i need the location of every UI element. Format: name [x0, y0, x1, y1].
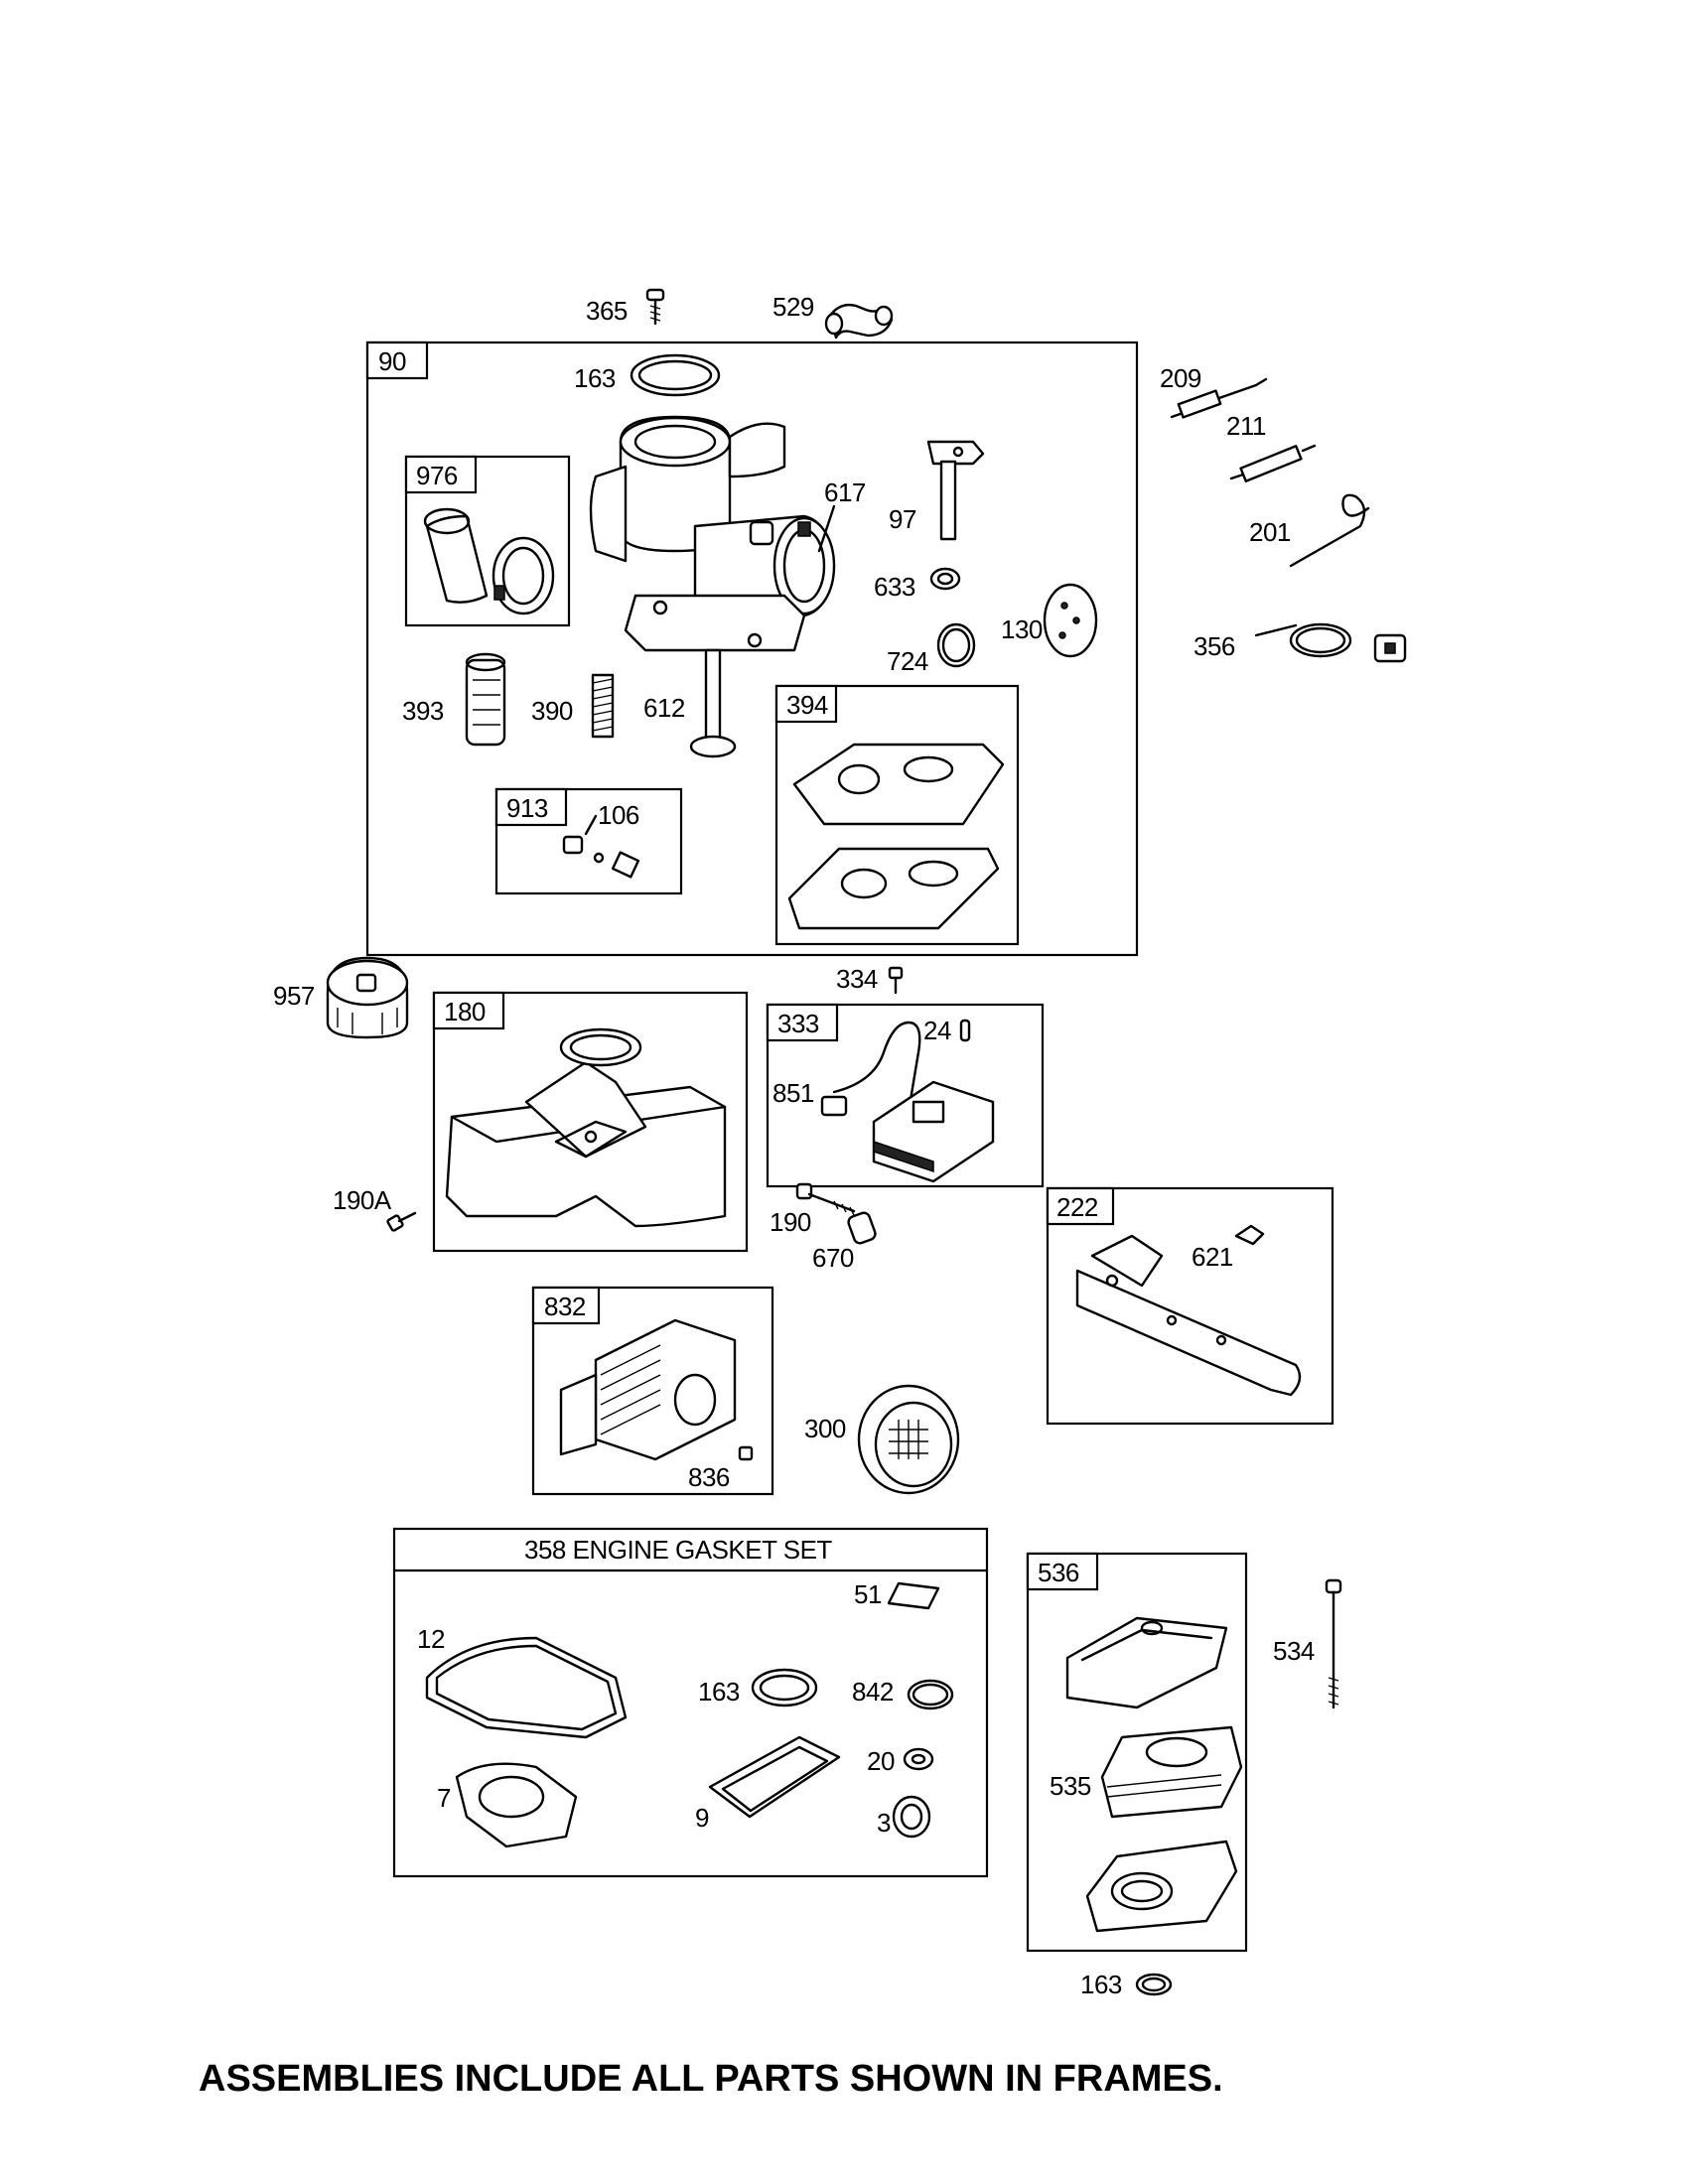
label-851: 851	[772, 1078, 814, 1108]
label-842: 842	[852, 1677, 894, 1706]
label-529: 529	[772, 292, 814, 322]
label-534: 534	[1273, 1636, 1315, 1666]
label-190A: 190A	[333, 1185, 392, 1215]
label-617: 617	[824, 478, 866, 507]
frame-333: 333 24 851	[766, 1003, 1045, 1188]
air-filter-element	[1100, 1725, 1243, 1819]
label-24: 24	[923, 1016, 951, 1045]
part-334-screw: 334	[836, 964, 904, 995]
label-163-bottom: 163	[1080, 1970, 1122, 1999]
part-97-throttle-shaft	[926, 440, 985, 541]
frame-358-engine-gasket-set: 358 ENGINE GASKET SET 51 12 163 842 20 7…	[392, 1527, 989, 1878]
part-390-spring	[591, 673, 615, 739]
label-201: 201	[1249, 517, 1291, 547]
label-97: 97	[889, 504, 916, 534]
part-209-spring: 209	[1160, 363, 1268, 419]
part-163-bottom-gasket: 163	[1080, 1970, 1173, 1999]
part-612-bowl-screw	[689, 648, 737, 758]
label-190: 190	[770, 1207, 811, 1237]
frame-832: 832 836	[531, 1286, 774, 1496]
label-356: 356	[1193, 631, 1235, 661]
label-12: 12	[417, 1624, 445, 1654]
part-393-float	[465, 652, 506, 747]
carburetor-body	[589, 415, 836, 652]
frame-536: 536	[1026, 1552, 1248, 1953]
control-bracket	[1075, 1234, 1302, 1397]
air-filter-cover	[1065, 1616, 1228, 1709]
frame-913: 913 106	[494, 787, 683, 895]
part-356-wire-clip: 356	[1193, 622, 1407, 663]
frame-180: 180	[432, 991, 749, 1253]
frame-label-222: 222	[1056, 1192, 1098, 1222]
label-51: 51	[854, 1579, 882, 1609]
part-130-throttle-plate	[1043, 583, 1098, 658]
ignition-module	[820, 1021, 995, 1183]
label-163-gasket-set: 163	[698, 1677, 740, 1706]
part-529-elbow-fitting: 529	[772, 292, 894, 340]
label-334: 334	[836, 964, 878, 994]
frame-222: 222 621	[1046, 1186, 1334, 1426]
label-106: 106	[598, 800, 639, 830]
part-211-spring: 211	[1226, 411, 1317, 482]
frame-976: 976	[404, 455, 571, 627]
frame-title-358: 358 ENGINE GASKET SET	[524, 1535, 832, 1565]
part-957-fuel-cap: 957	[273, 956, 409, 1039]
frame-label-90: 90	[378, 346, 406, 376]
label-211: 211	[1226, 411, 1266, 441]
label-621: 621	[1192, 1242, 1233, 1272]
label-670: 670	[812, 1243, 854, 1273]
frame-label-832: 832	[544, 1292, 586, 1321]
label-612: 612	[643, 693, 685, 723]
label-209: 209	[1160, 363, 1201, 393]
label-163-top: 163	[574, 363, 616, 393]
frame-label-976: 976	[416, 461, 458, 490]
label-3: 3	[877, 1808, 891, 1838]
label-535: 535	[1050, 1771, 1091, 1801]
frame-label-394: 394	[786, 690, 828, 720]
label-7: 7	[437, 1783, 451, 1813]
frame-label-536: 536	[1038, 1558, 1079, 1587]
part-190-bolt: 190	[770, 1182, 856, 1237]
frame-394: 394	[774, 684, 1020, 946]
frame-label-180: 180	[444, 997, 486, 1026]
part-201-spring: 201	[1249, 493, 1370, 568]
part-534-long-bolt: 534	[1273, 1578, 1342, 1709]
label-393: 393	[402, 696, 444, 726]
label-390: 390	[531, 696, 573, 726]
air-filter-base	[1085, 1840, 1238, 1933]
label-9: 9	[695, 1803, 709, 1833]
label-20: 20	[867, 1746, 895, 1776]
label-633: 633	[874, 572, 915, 602]
label-836: 836	[688, 1462, 730, 1492]
part-190A-screw: 190A	[333, 1185, 417, 1232]
part-300-muffler: 300	[804, 1384, 960, 1495]
label-957: 957	[273, 981, 315, 1011]
frame-90: 90 163 976	[365, 341, 1139, 957]
frame-label-913: 913	[506, 793, 548, 823]
label-365: 365	[586, 296, 628, 326]
fuel-tank	[445, 1027, 727, 1228]
part-670-spacer: 670	[812, 1211, 877, 1273]
label-130: 130	[1001, 614, 1043, 644]
frame-label-333: 333	[777, 1009, 819, 1038]
part-365-screw: 365	[586, 288, 665, 326]
muffler-guard	[559, 1318, 737, 1461]
footer-note: ASSEMBLIES INCLUDE ALL PARTS SHOWN IN FR…	[199, 2058, 1223, 2100]
label-724: 724	[887, 646, 928, 676]
label-300: 300	[804, 1414, 846, 1443]
